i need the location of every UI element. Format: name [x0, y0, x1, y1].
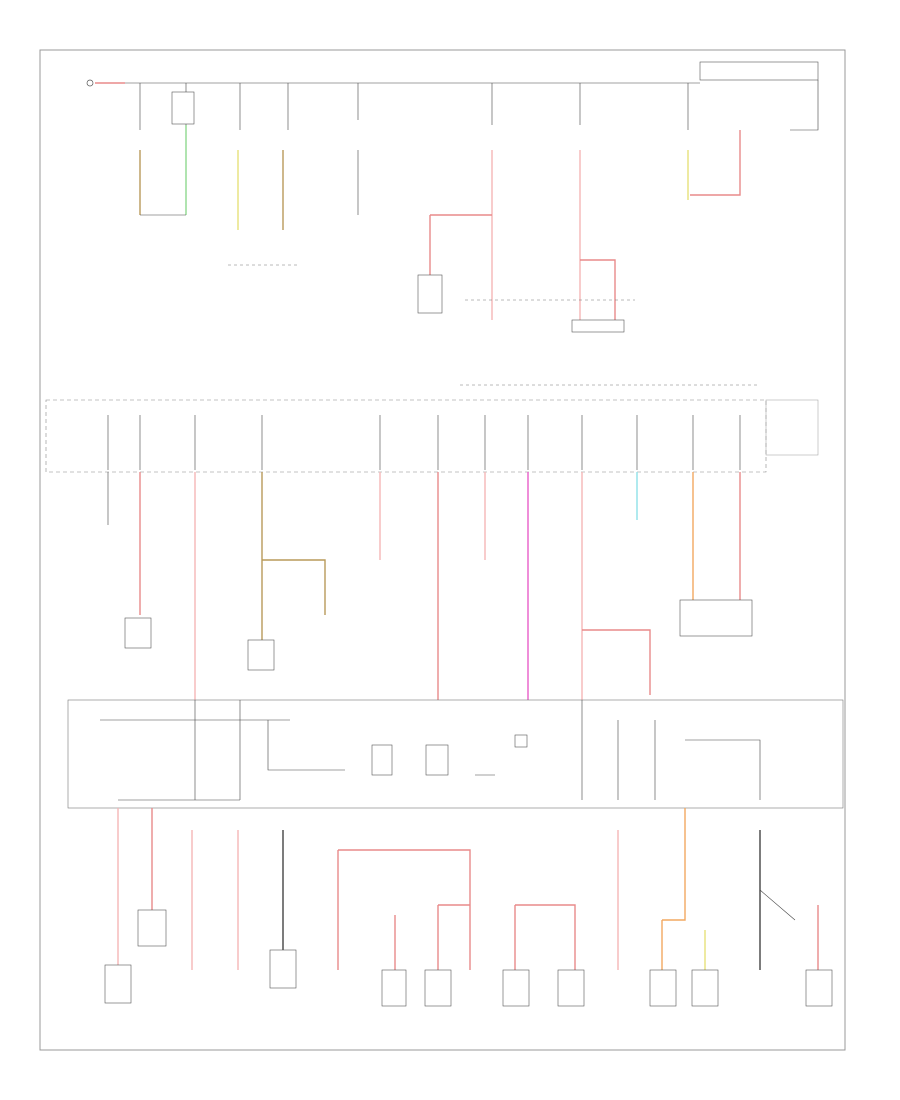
battery-feed [86, 79, 700, 87]
mid-fuse-columns [107, 415, 741, 470]
lower-components [104, 909, 833, 1007]
top-connector-box [571, 319, 625, 333]
top-component-box [417, 274, 443, 314]
mid-component-center [247, 639, 275, 671]
battery-terminal-icon [86, 79, 94, 87]
top-fuse-taps [139, 83, 689, 130]
mid-component-left [124, 617, 152, 649]
mid-component-right [679, 599, 753, 637]
lower-center-label [400, 704, 460, 712]
diagram-frame [39, 49, 846, 1051]
lower-box-internals [100, 700, 761, 801]
top-branch-wires [139, 125, 760, 386]
lower-branch-wires [117, 808, 819, 970]
mid-right-label-box [765, 399, 819, 456]
top-relay-box [171, 91, 195, 125]
lower-junction-box [67, 699, 844, 809]
mid-branch-wires [107, 472, 741, 700]
mid-fuse-panel [45, 399, 767, 473]
top-right-module-box [699, 61, 819, 81]
